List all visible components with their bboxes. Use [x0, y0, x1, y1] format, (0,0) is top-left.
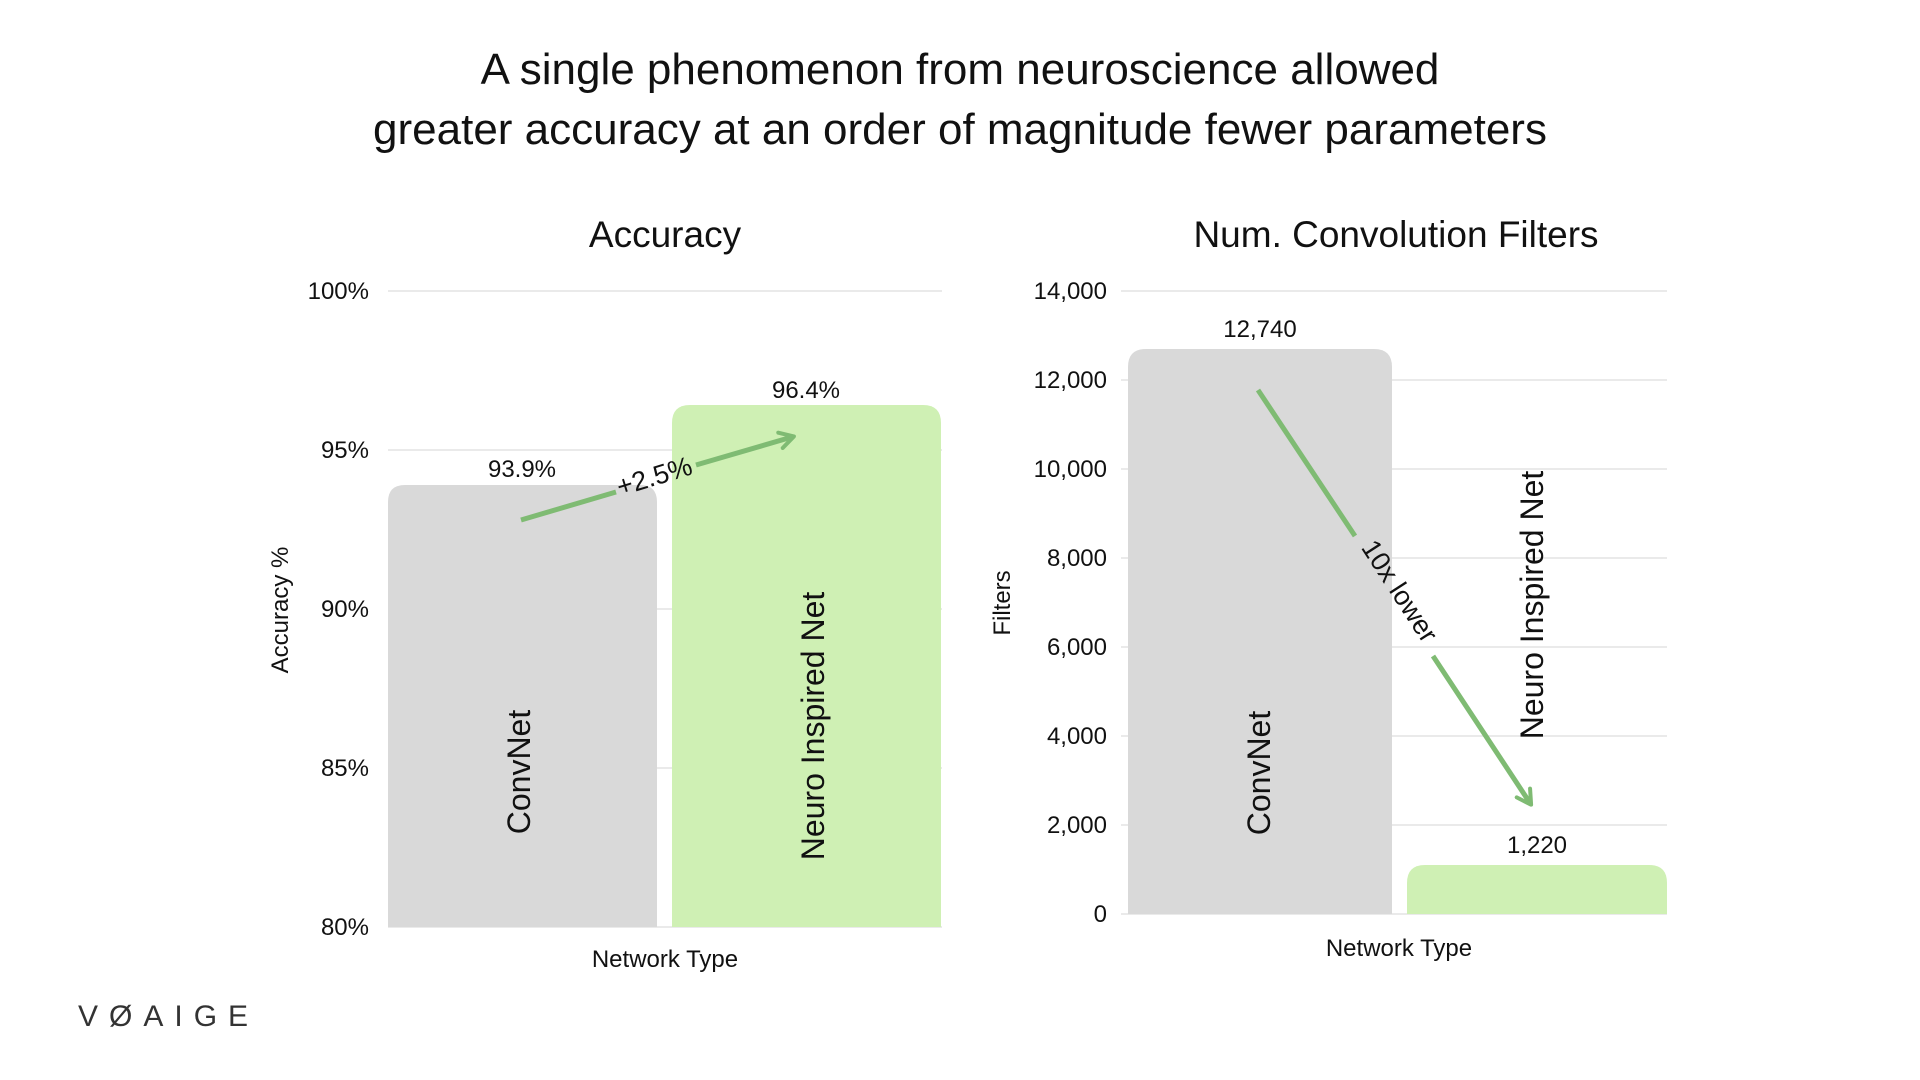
y-tick-6000: 6,000 [1047, 634, 1107, 661]
filters-y-ticks: 14,000 12,000 10,000 8,000 6,000 4,000 2… [1034, 278, 1107, 928]
y-tick-95: 95% [321, 437, 369, 464]
accuracy-y-axis-label: Accuracy % [267, 547, 294, 674]
filters-category-convnet: ConvNet [1241, 711, 1277, 836]
filters-chart: Num. Convolution Filters 14,000 12,000 1… [989, 214, 1667, 962]
y-tick-2000: 2,000 [1047, 812, 1107, 839]
title-line-1: A single phenomenon from neuroscience al… [480, 45, 1440, 94]
slide-title: A single phenomenon from neuroscience al… [0, 40, 1920, 160]
accuracy-category-neuro: Neuro Inspired Net [795, 592, 831, 861]
accuracy-x-axis-label: Network Type [592, 946, 738, 973]
filters-category-neuro: Neuro Inspired Net [1514, 471, 1550, 740]
y-tick-100: 100% [308, 278, 369, 305]
y-tick-12000: 12,000 [1034, 367, 1107, 394]
accuracy-arrow-head [695, 430, 796, 468]
filters-y-axis-label: Filters [989, 570, 1016, 635]
filters-arrow-head [1430, 654, 1534, 807]
brand-logo: VØAIGE [78, 1000, 260, 1033]
accuracy-value-convnet: 93.9% [488, 456, 556, 483]
y-tick-10000: 10,000 [1034, 456, 1107, 483]
filters-value-convnet: 12,740 [1223, 316, 1296, 343]
y-tick-4000: 4,000 [1047, 723, 1107, 750]
accuracy-chart-title: Accuracy [589, 214, 742, 255]
filters-arrow-tail [1255, 388, 1358, 538]
accuracy-category-convnet: ConvNet [501, 710, 537, 835]
accuracy-y-ticks: 100% 95% 90% 85% 80% [308, 278, 369, 941]
y-tick-85: 85% [321, 755, 369, 782]
y-tick-80: 80% [321, 914, 369, 941]
filters-x-axis-label: Network Type [1326, 935, 1472, 962]
filters-chart-title: Num. Convolution Filters [1193, 214, 1598, 255]
accuracy-bar-convnet [388, 485, 657, 927]
y-tick-8000: 8,000 [1047, 545, 1107, 572]
y-tick-90: 90% [321, 596, 369, 623]
accuracy-arrow-tail [520, 489, 617, 523]
filters-value-neuro: 1,220 [1507, 832, 1567, 859]
title-line-2: greater accuracy at an order of magnitud… [373, 105, 1547, 154]
accuracy-chart: Accuracy 100% 95% 90% 85% 80% Accuracy %… [267, 214, 942, 973]
accuracy-bar-neuro [672, 405, 941, 927]
y-tick-14000: 14,000 [1034, 278, 1107, 305]
filters-bar-neuro [1407, 865, 1667, 914]
y-tick-0: 0 [1094, 901, 1107, 928]
accuracy-value-neuro: 96.4% [772, 377, 840, 404]
